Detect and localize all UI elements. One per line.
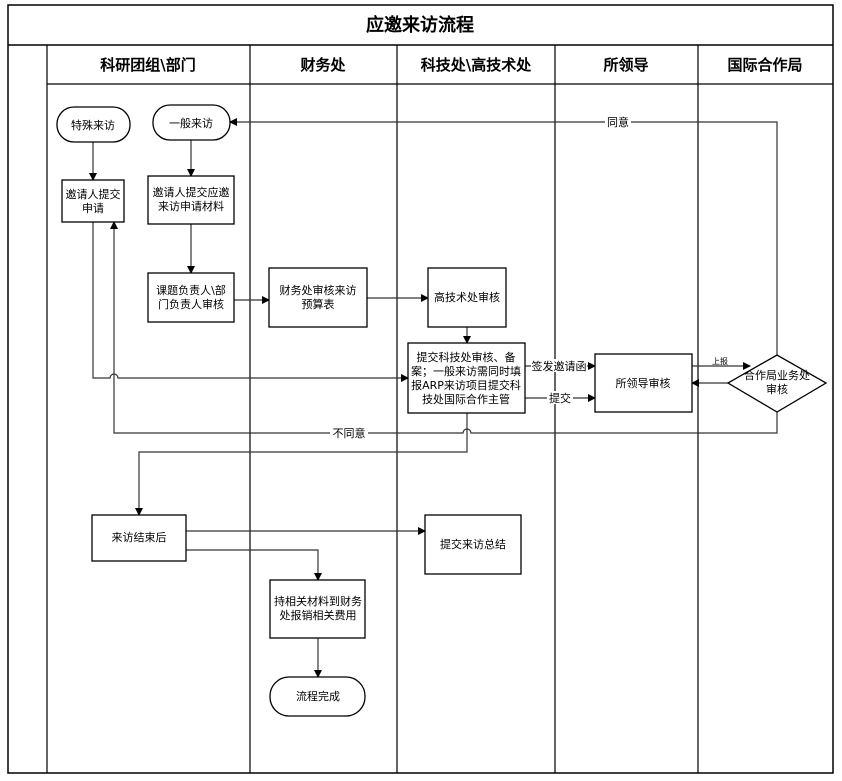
svg-text:课题负责人\部: 课题负责人\部 (156, 283, 226, 297)
node-institute-review: 所领导审核 (594, 353, 693, 413)
node-leader-review: 课题负责人\部 门负责人审核 (147, 272, 235, 323)
node-intl-review-decision: 合作局业务处 审核 (726, 354, 828, 413)
lane-header-science: 科技处\高技术处 (421, 56, 532, 74)
edge-label-sign-letter: 签发邀请函 (532, 359, 587, 373)
edges (89, 118, 778, 678)
edge-label-submit: 提交 (549, 391, 571, 405)
lane-header-research: 科研团组\部门 (100, 56, 195, 74)
svg-text:来访申请材料: 来访申请材料 (158, 199, 224, 213)
svg-text:提交科技处审核、备: 提交科技处审核、备 (417, 350, 516, 364)
node-visit-end: 来访结束后 (91, 514, 187, 562)
node-reimburse: 持相关材料到财务 处报销相关费用 (269, 579, 366, 639)
lane-dividers (46, 45, 699, 773)
edge-label-disagree: 不同意 (333, 426, 366, 440)
lane-header-leadership: 所领导 (603, 56, 648, 74)
svg-text:申请: 申请 (82, 202, 104, 215)
svg-text:来访结束后: 来访结束后 (112, 531, 167, 544)
svg-text:特殊来访: 特殊来访 (71, 118, 115, 132)
lane-header-finance: 财务处 (300, 56, 346, 74)
node-sci-submit: 提交科技处审核、备 案；一般来访需同时填 报ARP来访项目提交科 技处国际合作主… (407, 342, 526, 414)
svg-text:技处国际合作主管: 技处国际合作主管 (422, 392, 510, 406)
svg-text:报ARP来访项目提交科: 报ARP来访项目提交科 (411, 378, 521, 392)
svg-text:持相关材料到财务: 持相关材料到财务 (274, 594, 362, 608)
node-finance-review: 财务处审核来访 预算表 (268, 267, 368, 328)
node-general-visit: 一般来访 (152, 104, 231, 141)
svg-text:邀请人提交: 邀请人提交 (66, 187, 121, 201)
svg-text:邀请人提交应邀: 邀请人提交应邀 (153, 185, 230, 199)
node-done: 流程完成 (269, 676, 366, 717)
svg-text:处报销相关费用: 处报销相关费用 (280, 608, 357, 622)
diagram-title: 应邀来访流程 (366, 14, 474, 36)
svg-text:案；一般来访需同时填: 案；一般来访需同时填 (411, 364, 521, 378)
svg-text:流程完成: 流程完成 (296, 689, 340, 703)
lane-header-intl: 国际合作局 (727, 56, 802, 74)
svg-text:门负责人审核: 门负责人审核 (158, 297, 224, 311)
svg-text:预算表: 预算表 (302, 297, 335, 311)
svg-text:财务处审核来访: 财务处审核来访 (280, 283, 357, 297)
node-hightech-review: 高技术处审核 (427, 267, 507, 328)
svg-text:提交来访总结: 提交来访总结 (440, 537, 506, 551)
svg-text:所领导审核: 所领导审核 (616, 376, 671, 390)
node-inviter-submit: 邀请人提交 申请 (61, 179, 125, 223)
svg-text:高技术处审核: 高技术处审核 (434, 290, 500, 304)
edge-label-report: 上报 (712, 356, 728, 366)
svg-text:审核: 审核 (766, 382, 788, 396)
edge-label-agree: 同意 (607, 115, 629, 129)
svg-text:合作局业务处: 合作局业务处 (744, 368, 810, 382)
node-summary: 提交来访总结 (424, 514, 522, 575)
node-special-visit: 特殊来访 (56, 106, 131, 143)
svg-text:一般来访: 一般来访 (169, 117, 213, 130)
node-inviter-materials: 邀请人提交应邀 来访申请材料 (147, 175, 235, 225)
